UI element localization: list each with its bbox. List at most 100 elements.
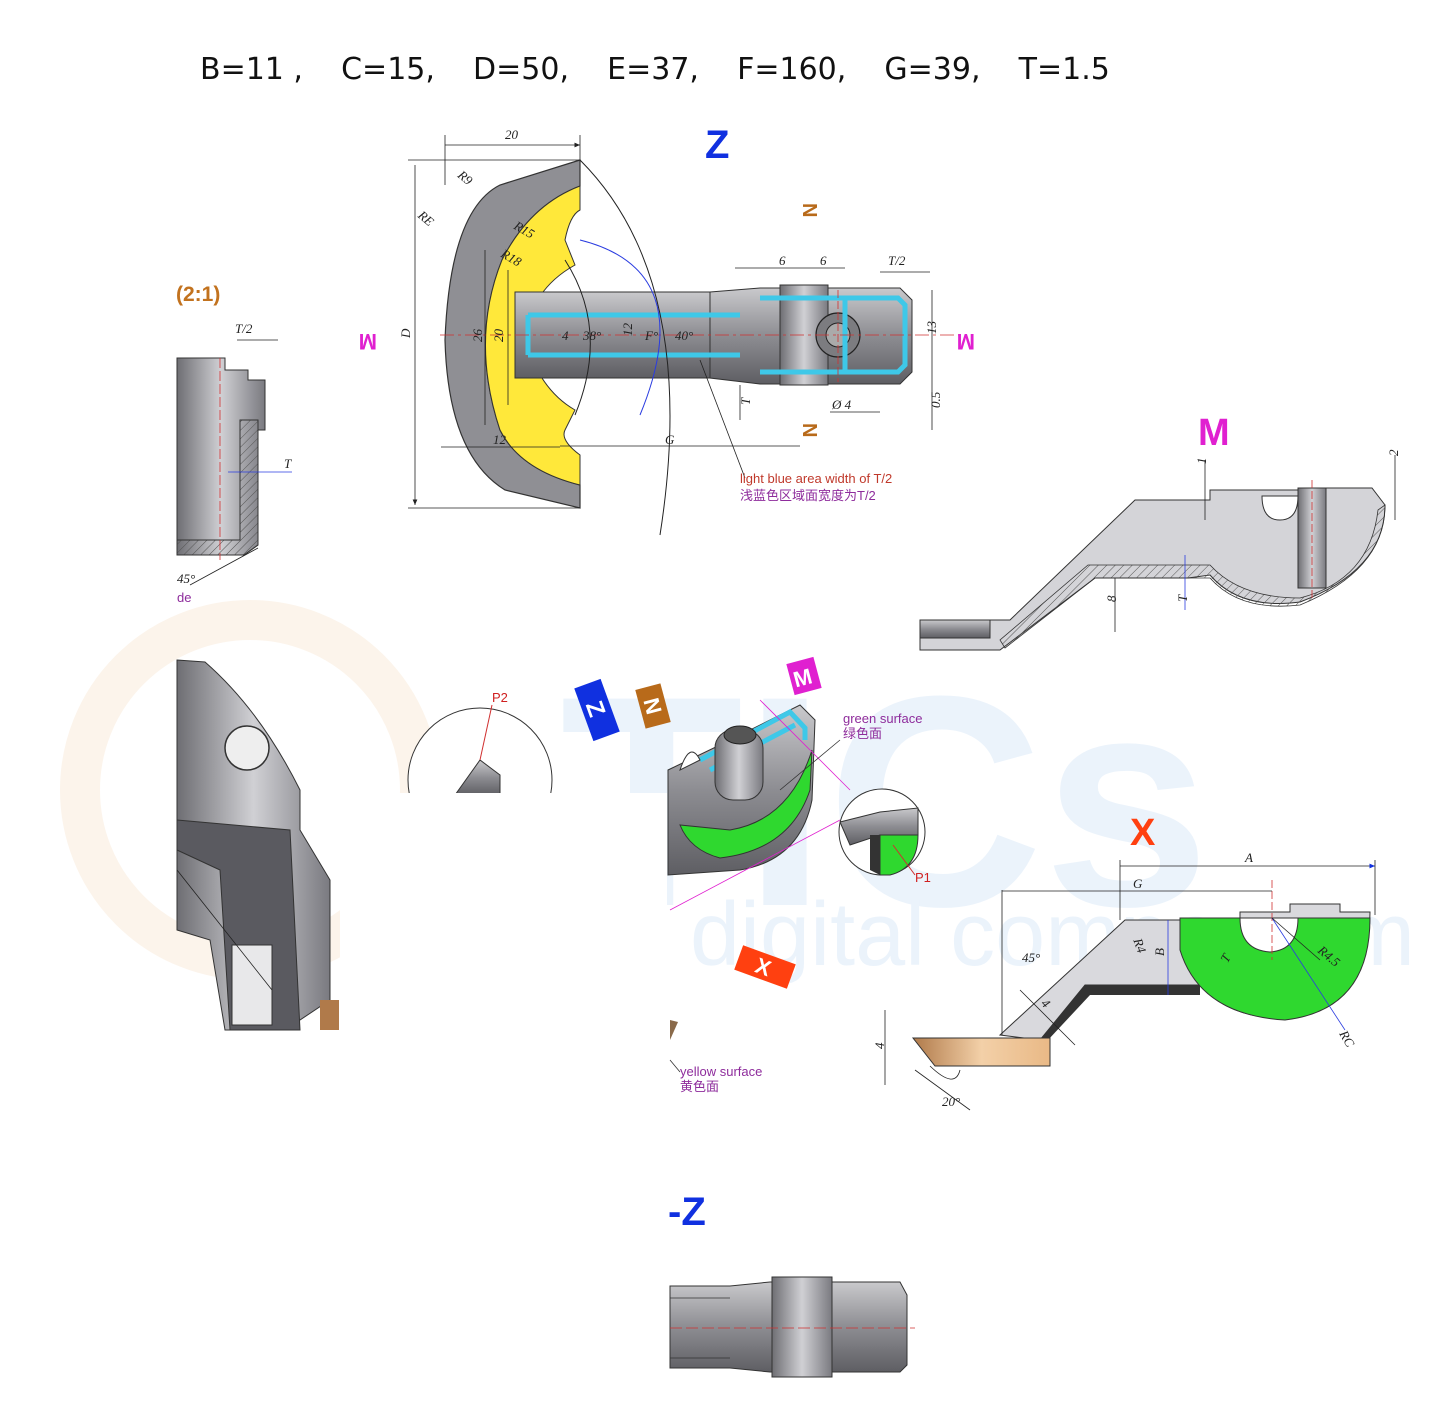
arc-f — [579, 159, 671, 536]
detail-dim-t: T — [284, 456, 292, 471]
iso-part-face — [231, 944, 273, 1026]
dim-40deg: 40° — [675, 328, 693, 343]
dim-12: 12 — [620, 323, 635, 337]
dim-12b: 12 — [493, 432, 507, 447]
arc-blue — [579, 239, 661, 416]
blank-panel — [340, 793, 667, 1113]
view-x-dim-g: G — [1133, 876, 1143, 891]
view-x-dim-rc: RC — [1336, 1027, 1358, 1050]
top-view: 20 R9 RE R15 R18 D 26 20 4 38° 12 F° 40°… — [359, 123, 975, 536]
detail-leader — [189, 547, 259, 586]
label-p2: P2 — [492, 690, 508, 705]
iso-part-copper — [320, 1000, 339, 1030]
note-yellow-en: yellow surface — [680, 1064, 762, 1079]
marker-n-3d: N — [635, 683, 671, 729]
note-light-blue-cn: 浅蓝色区域面宽度为T/2 — [740, 488, 876, 503]
section-label-n-bottom: N — [798, 423, 820, 437]
view-x-dim-a: A — [1244, 850, 1253, 865]
section-m-dim-1: 1 — [1194, 458, 1209, 465]
detail-dim-t-half: T/2 — [235, 321, 253, 336]
marker-z-3d: Z — [574, 678, 620, 742]
detail-dim-45deg: 45° — [177, 571, 195, 586]
section-m-dim-2: 2 — [1386, 449, 1401, 456]
detail-p1-green — [879, 834, 919, 876]
view-label-z: Z — [705, 123, 729, 167]
detail-p1-dark — [870, 835, 880, 875]
dim-g: G — [665, 432, 675, 447]
view-x-dim-4b: 4 — [872, 1042, 887, 1049]
green-face — [679, 749, 813, 859]
view-label-x: X — [1130, 812, 1156, 854]
view-x-shadow — [1040, 985, 1200, 1040]
minus-z-boss — [771, 1276, 833, 1378]
section-m-foot — [919, 619, 991, 639]
view-x-dim-b: B — [1152, 948, 1167, 956]
arc-38 — [564, 259, 591, 416]
view-x-notch — [1239, 917, 1299, 953]
view-x: X A G R4 B T R4.5 RC 45° 4 4 20° — [872, 812, 1376, 1111]
view-x-dim-20deg: 20° — [942, 1094, 960, 1109]
dim-6a: 6 — [779, 253, 786, 268]
view-x-green — [1179, 917, 1371, 1021]
dim-re: RE — [414, 207, 437, 229]
view-x-dim-r4: R4 — [1130, 935, 1150, 955]
iso-hole-icon — [224, 725, 270, 771]
view-label-minus-z: -Z — [668, 1190, 706, 1234]
p1-leader — [892, 844, 916, 876]
section-m-dim-8: 8 — [1104, 595, 1119, 602]
iso-boss-hole-icon — [723, 725, 757, 745]
section-label-m-left: M — [359, 329, 377, 354]
dim-4: 4 — [562, 328, 569, 343]
note-yellow-cn: 黄色面 — [680, 1079, 719, 1094]
dim-20b: 20 — [491, 329, 506, 343]
dim-6b: 6 — [820, 253, 827, 268]
label-p1: P1 — [915, 870, 931, 885]
iso-notch — [679, 751, 701, 771]
marker-n-3d-text: N — [638, 695, 666, 717]
dim-r9: R9 — [454, 166, 476, 188]
parameter-line: B=11 , C=15, D=50, E=37, F=160, G=39, T=… — [200, 52, 1110, 87]
detail-view-2-1: (2:1) T/2 T 45° de — [176, 283, 292, 605]
iso-center: P2 green surface 绿色面 P1 Z N M — [340, 656, 931, 1113]
section-m-hatch — [999, 504, 1386, 649]
view-label-m: M — [1198, 412, 1230, 454]
dim-13: 13 — [924, 321, 939, 335]
dim-20: 20 — [505, 127, 519, 142]
m-plane-line-2 — [759, 699, 851, 791]
section-label-n-top: N — [798, 203, 820, 217]
view-x-copper-tip — [911, 1037, 1051, 1067]
section-m-notch — [1261, 495, 1299, 521]
dim-26: 26 — [470, 329, 485, 343]
view-x-dim-45deg: 45° — [1022, 950, 1040, 965]
yellow-part-fragment — [670, 1020, 678, 1040]
section-m-dims — [1114, 455, 1396, 632]
dim-t-half: T/2 — [888, 253, 906, 268]
detail-fragment-text: de — [177, 590, 191, 605]
detail-hatch — [176, 419, 259, 556]
dim-d: D — [398, 328, 413, 339]
p2-leader — [479, 704, 493, 761]
dim-t: T — [738, 397, 753, 405]
m-plane-line — [669, 819, 841, 911]
iso-leader — [176, 869, 273, 991]
marker-x-3d: X — [734, 945, 796, 989]
note-light-blue-en: light blue area width of T/2 — [740, 471, 892, 486]
iso-view-fragment — [176, 659, 339, 1031]
dim-f-deg: F° — [644, 328, 658, 343]
view-x-dims — [884, 860, 1376, 1111]
section-m: M 1 2 8 T — [919, 412, 1401, 651]
dim-38deg: 38° — [582, 328, 601, 343]
section-m-dim-t: T — [1175, 594, 1190, 602]
top-dimension-lines — [408, 135, 933, 509]
dim-phi4: Ø 4 — [831, 397, 852, 412]
yellow-leader — [669, 1059, 681, 1073]
green-leader — [779, 739, 841, 791]
view-minus-z: -Z — [668, 1190, 915, 1378]
note-green-cn: 绿色面 — [843, 726, 882, 741]
detail-scale-label: (2:1) — [176, 283, 220, 306]
yellow-face — [485, 185, 581, 486]
marker-m-3d: M — [786, 656, 822, 696]
note-green-en: green surface — [843, 711, 923, 726]
dim-0-5: 0.5 — [928, 391, 943, 408]
